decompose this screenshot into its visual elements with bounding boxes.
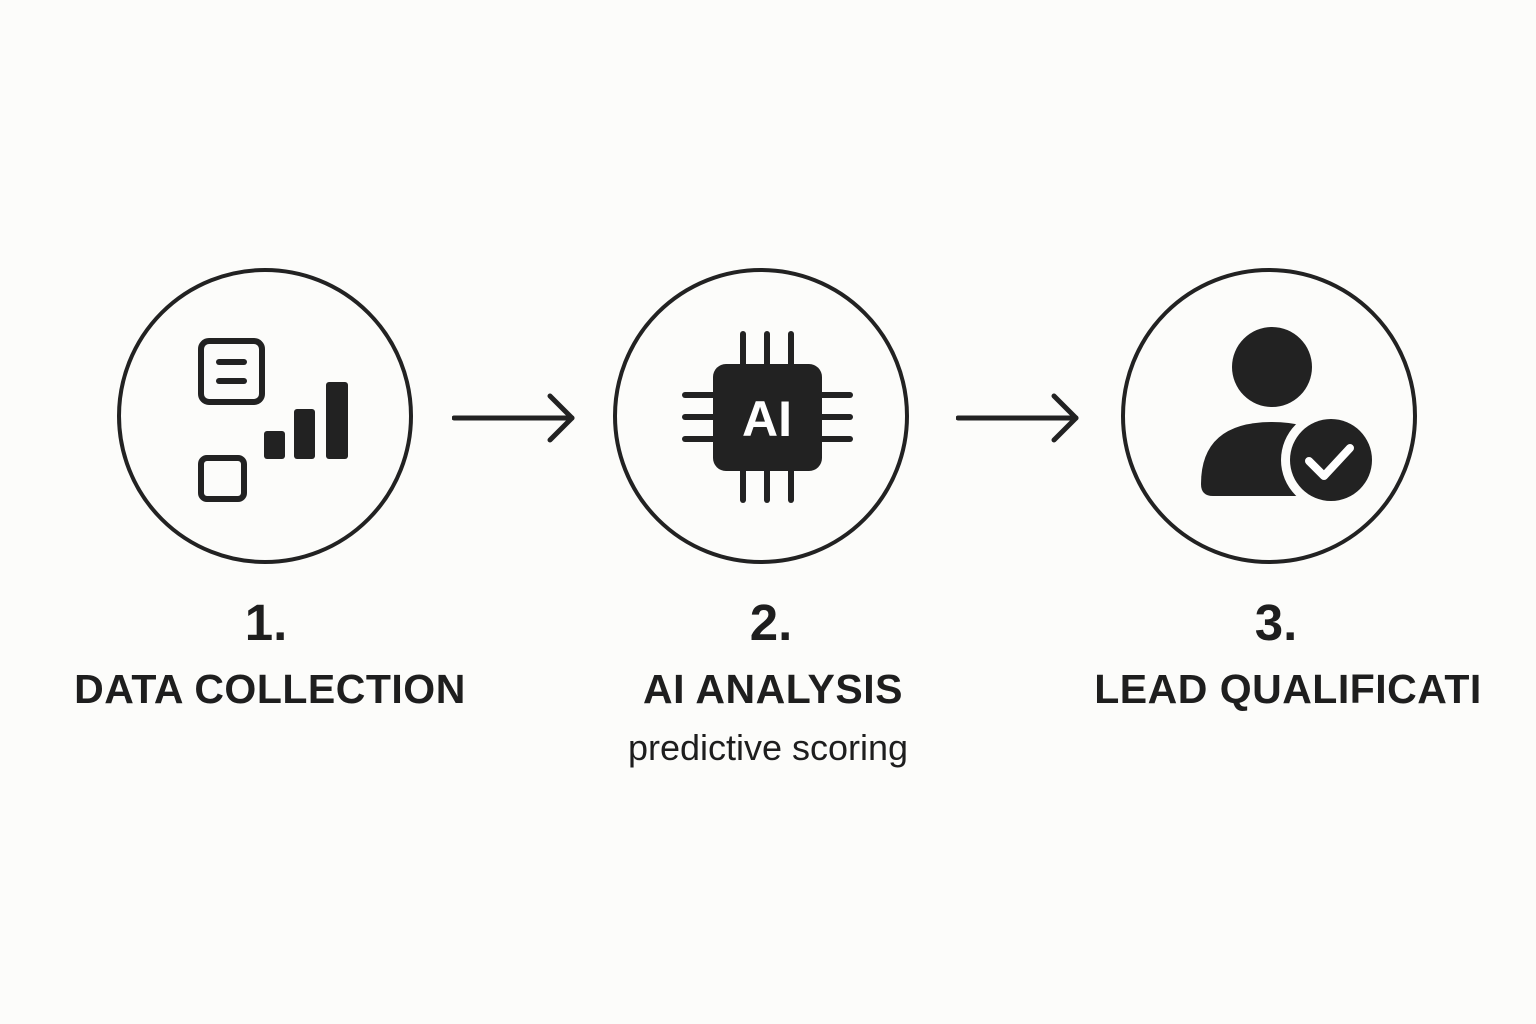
- arrow-right-icon: [452, 393, 575, 443]
- step-2-number: 2.: [749, 594, 793, 651]
- ai-chip-icon: AI: [682, 331, 853, 503]
- ai-chip-label: AI: [742, 391, 792, 447]
- step-3-number: 3.: [1254, 594, 1298, 651]
- user-check-icon: [1201, 327, 1381, 510]
- step-2-title: AI ANALYSIS: [643, 666, 903, 712]
- step-3-circle: [1121, 268, 1417, 564]
- step-1-number: 1.: [244, 594, 288, 651]
- step-2-circle: AI: [613, 268, 909, 564]
- step-1-circle: [117, 268, 413, 564]
- step-2-subtitle: predictive scoring: [627, 727, 909, 768]
- step-1-title: DATA COLLECTION: [74, 666, 466, 712]
- arrow-right-icon: [956, 393, 1079, 443]
- step-3-title: LEAD QUALIFICATI: [1094, 666, 1482, 712]
- data-collection-icon: [198, 338, 348, 502]
